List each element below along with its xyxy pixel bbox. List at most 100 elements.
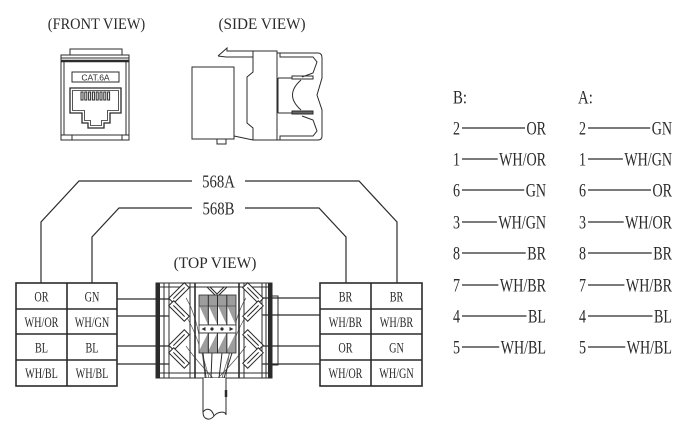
pin-number: 5: [453, 336, 460, 358]
table-to-connector-wires: [117, 297, 320, 365]
wire-color-label: WH/BL: [627, 336, 672, 358]
wire-color-label: OR: [526, 117, 546, 139]
standard-568b-label: 568B: [203, 198, 235, 219]
port-contact-pins: [80, 91, 111, 101]
table-cell: OR: [338, 340, 353, 356]
cable-jacket: [202, 378, 227, 420]
idc-slot: [242, 329, 264, 351]
wire-color-label: GN: [526, 179, 546, 201]
table-cell: WH/GN: [75, 314, 110, 330]
idc-slot: [242, 347, 264, 369]
pinout-row: 7 WH/BR: [453, 274, 547, 296]
side-bottom-nub: [216, 139, 227, 145]
leader-568a-right: [245, 180, 398, 283]
pin-number: 8: [579, 242, 586, 264]
upper-contact-dividers: [199, 295, 236, 325]
wire-color-label: WH/GN: [624, 148, 672, 170]
pinout-row: 2 OR: [453, 117, 547, 139]
wire-color-label: OR: [652, 179, 672, 201]
pinout-row: 1 WH/GN: [579, 148, 672, 170]
table-cell: GN: [389, 340, 404, 356]
leader-568b-left: [91, 207, 192, 283]
side-clip-top-hook: [279, 53, 318, 78]
cable-cut-end: [202, 408, 215, 417]
contact-pin: [84, 91, 88, 101]
contact-pin: [99, 91, 103, 101]
wire-color-label: WH/BR: [500, 274, 547, 296]
pin-number: 3: [453, 211, 460, 233]
pinout-a-title: A:: [578, 87, 593, 108]
contact-pin: [95, 91, 99, 101]
pinout-row: 8 BR: [579, 242, 673, 264]
arrow-right-icon: [229, 327, 234, 331]
side-mid-body: [233, 50, 278, 141]
table-cell: WH/BL: [76, 365, 109, 381]
table-cell: BL: [85, 340, 98, 356]
connector-right-thick-edge: [268, 283, 272, 378]
contact-pin: [88, 91, 92, 101]
connector-left-thick-edge: [156, 283, 160, 378]
lower-contact-dividers: [202, 333, 233, 379]
pinout-row: 3 WH/GN: [453, 211, 546, 233]
pin-number: 3: [579, 211, 586, 233]
table-cell: BR: [339, 289, 353, 305]
top-view-connector: [155, 282, 279, 420]
pinout-b-title: B:: [453, 87, 467, 108]
standard-568a-label: 568A: [202, 171, 235, 192]
pin-number: 6: [579, 179, 586, 201]
table-cell: WH/GN: [379, 365, 414, 381]
pin-number: 2: [579, 117, 586, 139]
front-view-title: (FRONT VIEW): [48, 15, 145, 33]
cable: [202, 378, 228, 420]
pinout-row: 5 WH/BL: [579, 336, 672, 358]
front-bottom-tab: [71, 134, 123, 141]
leader-568a-left: [40, 180, 192, 283]
side-top-blade: [291, 75, 314, 80]
lower-contact-cutouts: [199, 333, 236, 350]
pin-number: 7: [453, 274, 460, 296]
category-label-box: [71, 71, 120, 83]
pin-number: 4: [579, 305, 587, 327]
wire-color-label: GN: [652, 117, 672, 139]
contact-marker-icon: [210, 327, 214, 331]
contact-pin: [107, 91, 111, 101]
side-inner-frame: [277, 77, 292, 114]
contact-pin: [103, 91, 107, 101]
pinout-row: 2 GN: [579, 117, 672, 139]
table-cell: WH/OR: [329, 365, 363, 381]
pin-number: 8: [453, 242, 460, 264]
wire-color-label: WH/OR: [625, 211, 673, 233]
pinout-row: 6 OR: [579, 179, 673, 201]
connector-frame-lines: [160, 283, 279, 378]
side-clip-bottom-hook: [279, 115, 318, 140]
side-mid-step: [246, 67, 254, 140]
pinout-row: 8 BR: [453, 242, 547, 264]
pin-number: 2: [453, 117, 460, 139]
leader-568b-right: [245, 207, 347, 283]
pin-number: 5: [579, 336, 586, 358]
rj45-port-opening: [69, 87, 122, 129]
wire-color-label: BL: [528, 305, 546, 327]
side-view-title: (SIDE VIEW): [218, 16, 305, 33]
pinout-row: 4 BL: [453, 305, 546, 327]
pinout-a: A: 2 GN 1 WH/GN 6 OR 3 WH/OR 8 BR 7: [578, 87, 673, 358]
contact-pin: [80, 91, 84, 101]
wire-color-label: WH/GN: [498, 211, 546, 233]
table-cell: BR: [390, 289, 404, 305]
pin-number: 1: [579, 148, 586, 170]
pinout-row: 6 GN: [453, 179, 546, 201]
idc-slot: [168, 282, 190, 304]
contact-pin: [91, 91, 95, 101]
wire-color-label: WH/OR: [499, 148, 547, 170]
contact-band-symbols: [201, 327, 234, 331]
rj45-port-inner-outline: [72, 90, 119, 126]
left-wire-table: OR GN WH/OR WH/GN BL BL WH/BL WH/BL: [15, 282, 118, 387]
wire-color-label: WH/BL: [501, 336, 546, 358]
pinout-row: 3 WH/OR: [579, 211, 673, 233]
side-front-block: [191, 66, 235, 140]
pinout-b: B: 2 OR 1 WH/OR 6 GN 3 WH/GN 8 BR 7: [453, 87, 547, 358]
front-view-jack: CAT.6A: [60, 48, 130, 141]
wire-color-label: BR: [653, 242, 672, 264]
side-clip-outer: [277, 52, 323, 141]
front-top-tab: [69, 48, 123, 56]
